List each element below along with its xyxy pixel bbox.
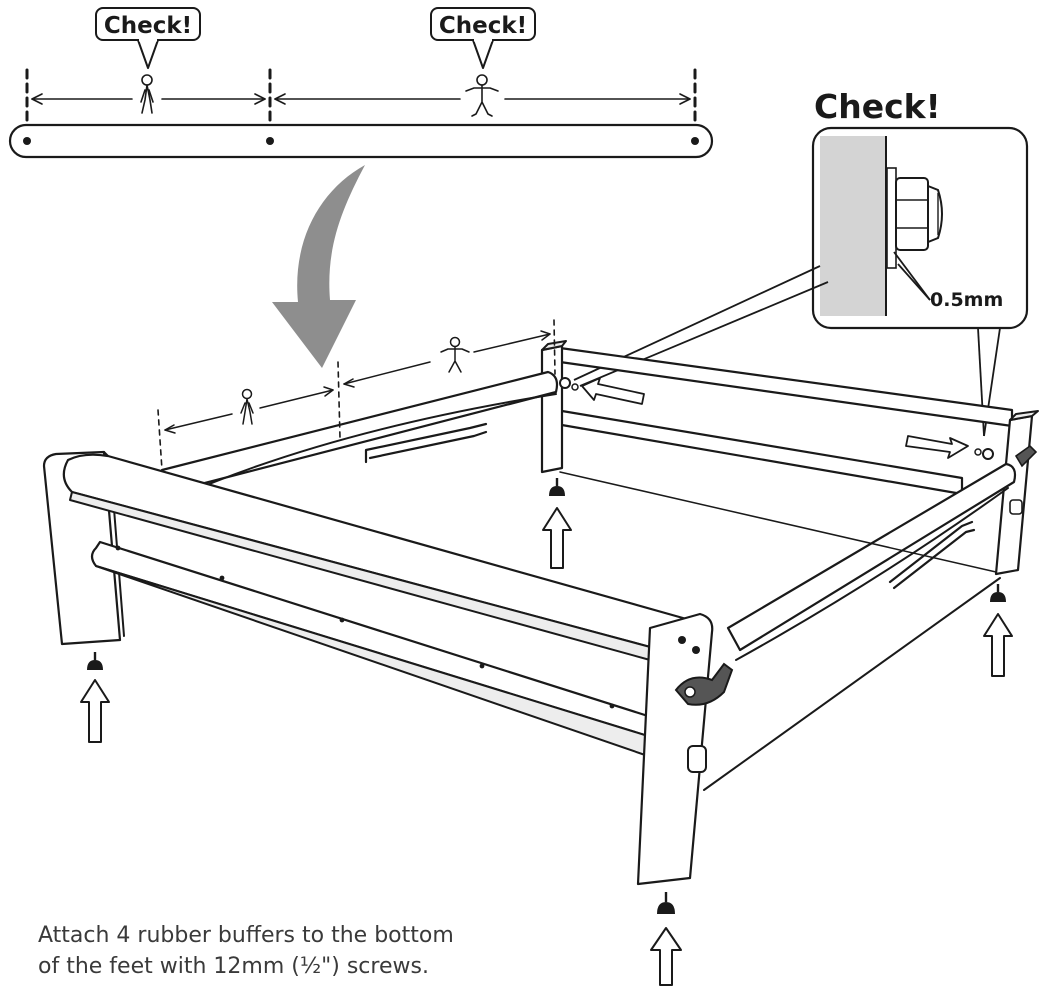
instruction-caption: Attach 4 rubber buffers to the bottom of… <box>38 920 518 982</box>
pointer-arrow-right-icon <box>905 435 969 459</box>
buffer-front-left <box>80 652 110 743</box>
rubber-buffer-icon <box>657 892 675 914</box>
standing-figure-icon <box>140 74 154 114</box>
rubber-buffer-icon <box>549 478 565 496</box>
check-label-right: Check! <box>439 13 527 39</box>
rubber-buffer-icon <box>87 652 103 670</box>
spread-figure-icon <box>465 74 499 117</box>
check-label-detail: Check! <box>814 87 941 126</box>
top-measurement-group: Check! Check! <box>8 7 714 159</box>
rail-hole-middle <box>266 137 274 145</box>
buffer-back-left <box>542 478 572 569</box>
left-rail-hook <box>364 422 488 464</box>
buffer-front-right <box>650 892 682 986</box>
frame-spread-figure-icon <box>440 336 470 373</box>
rail-hole-right <box>691 137 699 145</box>
right-side-rail <box>726 462 1017 652</box>
back-left-post <box>540 344 564 474</box>
frame-measurement-group <box>157 319 556 471</box>
up-arrow-icon <box>650 927 682 986</box>
rubber-buffer-icon <box>990 584 1006 602</box>
check-bubble-right: Check! <box>430 7 536 69</box>
frame-standing-figure-icon <box>240 388 254 425</box>
bed-frame <box>42 340 1039 886</box>
rail-hole-left <box>23 137 31 145</box>
dimension-arrow-right <box>274 93 691 105</box>
up-arrow-icon <box>542 507 572 569</box>
check-label-left: Check! <box>104 13 192 39</box>
top-rail <box>8 123 714 159</box>
back-rail <box>558 346 1014 428</box>
up-arrow-icon <box>983 613 1013 677</box>
down-curved-arrow-icon <box>272 165 365 368</box>
right-rail-hook <box>888 520 974 584</box>
back-right-post <box>994 414 1034 576</box>
left-rail-slat-curve <box>175 393 557 499</box>
detail-panel <box>820 136 886 316</box>
pointer-arrow-icon <box>581 377 645 405</box>
detail-callout: Check! 0.5mm <box>573 87 1029 437</box>
gap-label: 0.5mm <box>930 289 1003 311</box>
front-right-knob <box>687 745 707 773</box>
up-arrow-icon <box>80 679 110 743</box>
front-head-rail <box>62 453 692 650</box>
nut-icon <box>895 177 943 251</box>
instruction-line-1: Attach 4 rubber buffers to the bottom <box>38 923 454 948</box>
check-bubble-left: Check! <box>95 7 201 69</box>
instruction-line-2: of the feet with 12mm (½") screws. <box>38 954 429 979</box>
left-side-rail <box>160 370 559 494</box>
buffer-back-right <box>983 584 1013 677</box>
back-inner-rail <box>551 408 964 496</box>
right-rail-slat-curve <box>735 487 1009 661</box>
dimension-arrow-left <box>31 93 266 105</box>
